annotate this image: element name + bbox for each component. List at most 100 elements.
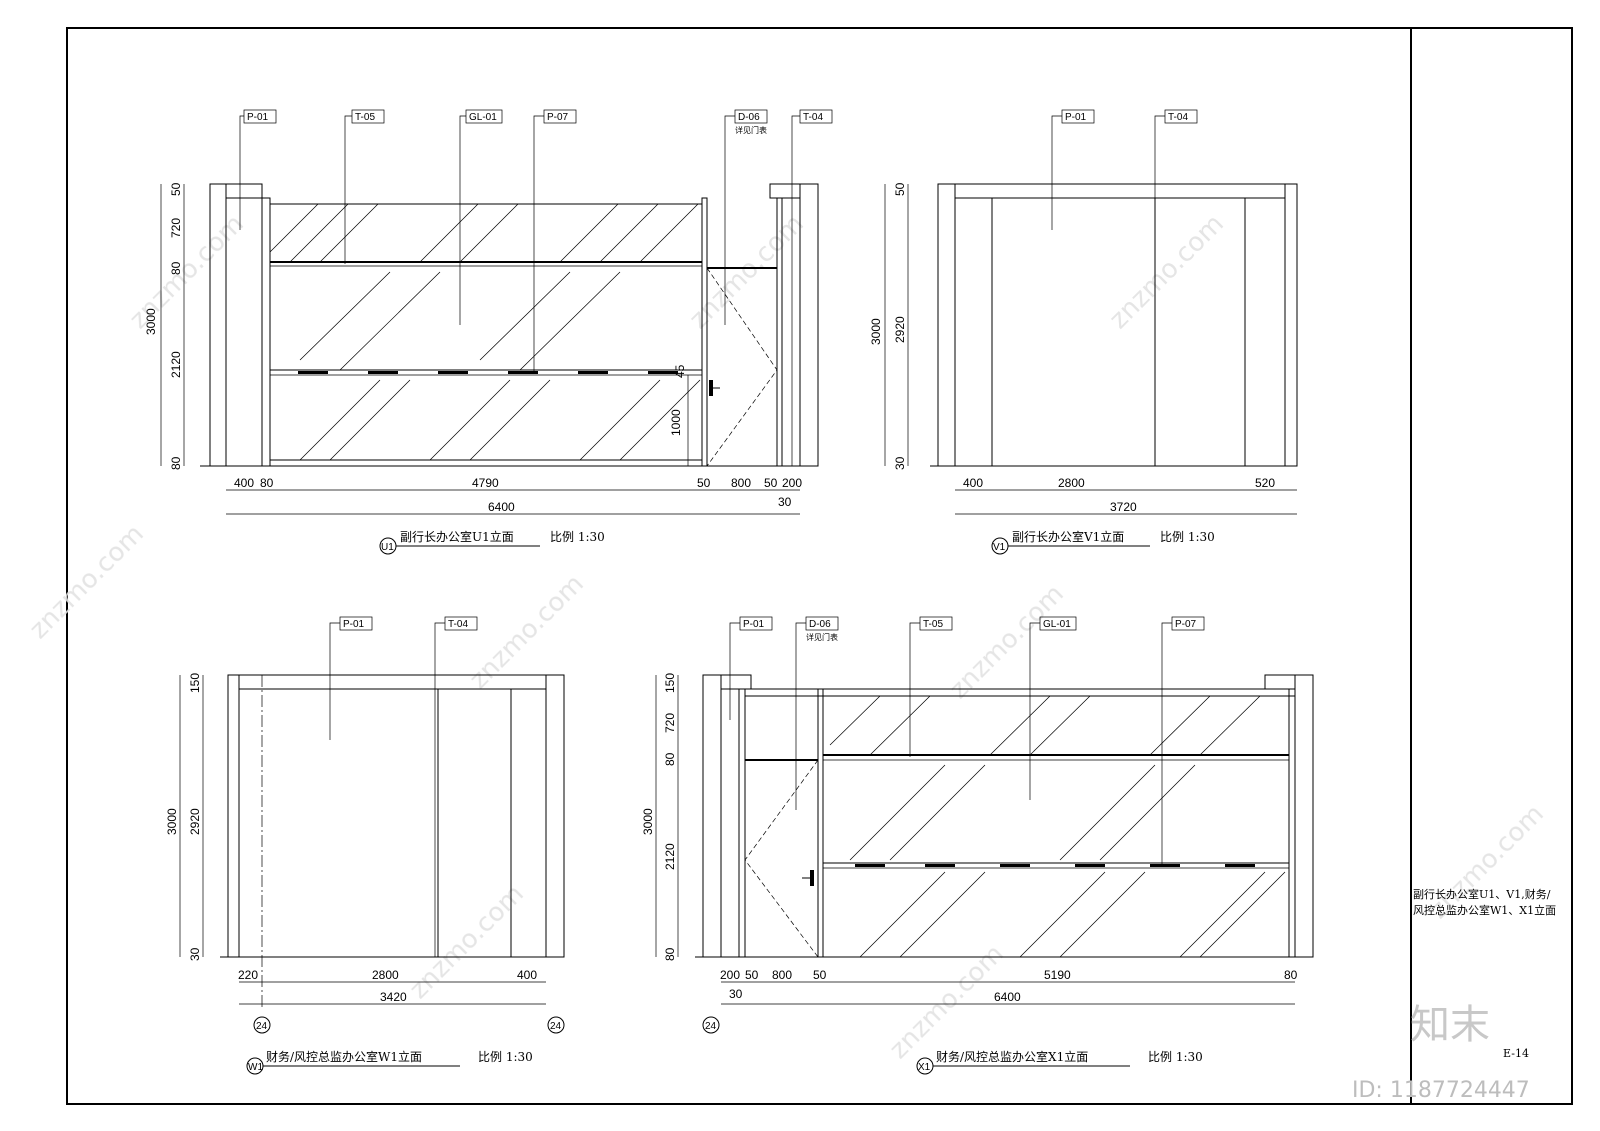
svg-text:znzmo.com: znzmo.com bbox=[124, 209, 250, 335]
svg-text:2120: 2120 bbox=[169, 351, 183, 378]
svg-text:30: 30 bbox=[778, 495, 792, 509]
u1-title: U1 副行长办公室U1立面 比例 1:30 bbox=[379, 529, 605, 555]
svg-text:24: 24 bbox=[256, 1021, 268, 1032]
svg-text:45: 45 bbox=[673, 364, 687, 378]
svg-text:50: 50 bbox=[813, 968, 827, 982]
svg-text:财务/风控总监办公室X1立面: 财务/风控总监办公室X1立面 bbox=[936, 1049, 1088, 1064]
w1-material-tags: P-01 T-04 bbox=[329, 616, 478, 957]
svg-text:80: 80 bbox=[663, 752, 677, 766]
svg-text:2920: 2920 bbox=[893, 316, 907, 343]
w1-vertical-dims: 3000 150 2920 30 bbox=[165, 673, 204, 961]
v1-horizontal-dims: 400 2800 520 3720 bbox=[955, 476, 1297, 515]
x1-material-tags: P-01 D-06 详见门表 T-05 GL-01 P-07 bbox=[729, 616, 1205, 866]
svg-text:V1: V1 bbox=[993, 542, 1006, 553]
svg-text:3000: 3000 bbox=[144, 308, 158, 335]
svg-text:520: 520 bbox=[1255, 476, 1275, 490]
w1-horizontal-dims: 220 2800 400 3420 bbox=[238, 968, 546, 1005]
svg-text:50: 50 bbox=[169, 182, 183, 196]
svg-text:3720: 3720 bbox=[1110, 500, 1137, 514]
title-block: 副行长办公室U1、V1,财务/ 风控总监办公室W1、X1立面 E-14 知末 I… bbox=[1352, 887, 1556, 1103]
svg-text:720: 720 bbox=[663, 713, 677, 733]
w1-right-wall bbox=[545, 674, 565, 958]
u1-glass-panel bbox=[269, 203, 703, 461]
svg-text:1000: 1000 bbox=[669, 409, 683, 436]
x1-horizontal-dims: 200 50 800 50 5190 80 30 6400 bbox=[720, 968, 1298, 1005]
svg-text:5190: 5190 bbox=[1044, 968, 1071, 982]
svg-text:T-04: T-04 bbox=[448, 619, 468, 630]
svg-text:200: 200 bbox=[782, 476, 802, 490]
svg-text:D-06: D-06 bbox=[738, 112, 760, 123]
svg-text:P-07: P-07 bbox=[547, 112, 569, 123]
svg-text:50: 50 bbox=[697, 476, 711, 490]
svg-text:800: 800 bbox=[731, 476, 751, 490]
svg-text:150: 150 bbox=[188, 673, 202, 693]
svg-text:3000: 3000 bbox=[165, 808, 179, 835]
svg-text:220: 220 bbox=[238, 968, 258, 982]
w1-axis-markers: 24 24 bbox=[253, 1016, 565, 1034]
v1-title: V1 副行长办公室V1立面 比例 1:30 bbox=[991, 529, 1215, 555]
svg-text:24: 24 bbox=[705, 1021, 717, 1032]
svg-text:比例 1:30: 比例 1:30 bbox=[1148, 1050, 1203, 1064]
sheet-border bbox=[66, 27, 1573, 1105]
svg-text:副行长办公室U1立面: 副行长办公室U1立面 bbox=[400, 529, 514, 544]
v1-fabric-panel bbox=[954, 197, 1286, 467]
svg-text:30: 30 bbox=[188, 947, 202, 961]
svg-text:D-06: D-06 bbox=[809, 619, 831, 630]
svg-text:GL-01: GL-01 bbox=[1043, 619, 1071, 630]
svg-text:风控总监办公室W1、X1立面: 风控总监办公室W1、X1立面 bbox=[1413, 903, 1556, 917]
svg-text:znzmo.com: znzmo.com bbox=[1104, 209, 1230, 335]
svg-text:400: 400 bbox=[963, 476, 983, 490]
svg-text:副行长办公室U1、V1,财务/: 副行长办公室U1、V1,财务/ bbox=[1413, 887, 1551, 901]
svg-text:800: 800 bbox=[772, 968, 792, 982]
x1-axis-marker: 24 bbox=[702, 1016, 720, 1034]
svg-text:P-07: P-07 bbox=[1175, 619, 1197, 630]
svg-text:比例 1:30: 比例 1:30 bbox=[1160, 530, 1215, 544]
svg-text:30: 30 bbox=[729, 987, 743, 1001]
u1-vertical-dims: 3000 50 720 80 2120 80 1000 45 bbox=[144, 182, 689, 470]
svg-text:znzmo.com: znzmo.com bbox=[684, 209, 810, 335]
svg-text:2800: 2800 bbox=[1058, 476, 1085, 490]
svg-text:400: 400 bbox=[234, 476, 254, 490]
svg-text:720: 720 bbox=[169, 218, 183, 238]
svg-text:比例 1:30: 比例 1:30 bbox=[550, 530, 605, 544]
svg-text:T-05: T-05 bbox=[923, 619, 943, 630]
watermark: znzmo.com znzmo.com znzmo.com znzmo.com … bbox=[24, 209, 1550, 1065]
svg-text:50: 50 bbox=[893, 182, 907, 196]
svg-text:50: 50 bbox=[745, 968, 759, 982]
elevation-u1: P-01 T-05 GL-01 P-07 D-06 详见门表 T-04 3000… bbox=[144, 109, 833, 555]
x1-vertical-dims: 3000 150 720 80 2120 80 bbox=[641, 673, 679, 961]
svg-text:T-04: T-04 bbox=[803, 112, 823, 123]
svg-text:详见门表: 详见门表 bbox=[735, 125, 767, 135]
svg-text:200: 200 bbox=[720, 968, 740, 982]
svg-text:24: 24 bbox=[550, 1021, 562, 1032]
svg-text:80: 80 bbox=[1284, 968, 1298, 982]
elevation-v1: P-01 T-04 3000 50 2920 30 400 2800 520 3… bbox=[869, 109, 1298, 555]
svg-text:znzmo.com: znzmo.com bbox=[464, 569, 590, 695]
x1-door bbox=[744, 759, 819, 958]
elevation-x1: P-01 D-06 详见门表 T-05 GL-01 P-07 3000 150 … bbox=[641, 616, 1314, 1075]
svg-text:80: 80 bbox=[260, 476, 274, 490]
svg-text:4790: 4790 bbox=[472, 476, 499, 490]
svg-text:3420: 3420 bbox=[380, 990, 407, 1004]
svg-text:T-04: T-04 bbox=[1168, 112, 1188, 123]
x1-left-wall bbox=[702, 674, 722, 958]
svg-text:比例 1:30: 比例 1:30 bbox=[478, 1050, 533, 1064]
brand-logo: 知末 bbox=[1410, 1002, 1490, 1048]
svg-text:E-14: E-14 bbox=[1503, 1047, 1529, 1060]
x1-stickers bbox=[855, 864, 1255, 867]
svg-text:80: 80 bbox=[663, 947, 677, 961]
image-id: ID: 1187724447 bbox=[1352, 1078, 1530, 1103]
svg-text:znzmo.com: znzmo.com bbox=[944, 579, 1070, 705]
elevation-w1: P-01 T-04 3000 150 2920 30 220 2800 400 … bbox=[165, 616, 565, 1075]
svg-text:80: 80 bbox=[169, 261, 183, 275]
u1-material-tags: P-01 T-05 GL-01 P-07 D-06 详见门表 T-04 bbox=[239, 109, 833, 466]
v1-material-tags: P-01 T-04 bbox=[1051, 109, 1198, 466]
svg-text:6400: 6400 bbox=[488, 500, 515, 514]
svg-text:副行长办公室V1立面: 副行长办公室V1立面 bbox=[1012, 529, 1124, 544]
svg-text:400: 400 bbox=[517, 968, 537, 982]
svg-text:详见门表: 详见门表 bbox=[806, 632, 838, 642]
v1-left-wall bbox=[937, 183, 956, 467]
svg-text:2120: 2120 bbox=[663, 843, 677, 870]
svg-text:GL-01: GL-01 bbox=[469, 112, 497, 123]
